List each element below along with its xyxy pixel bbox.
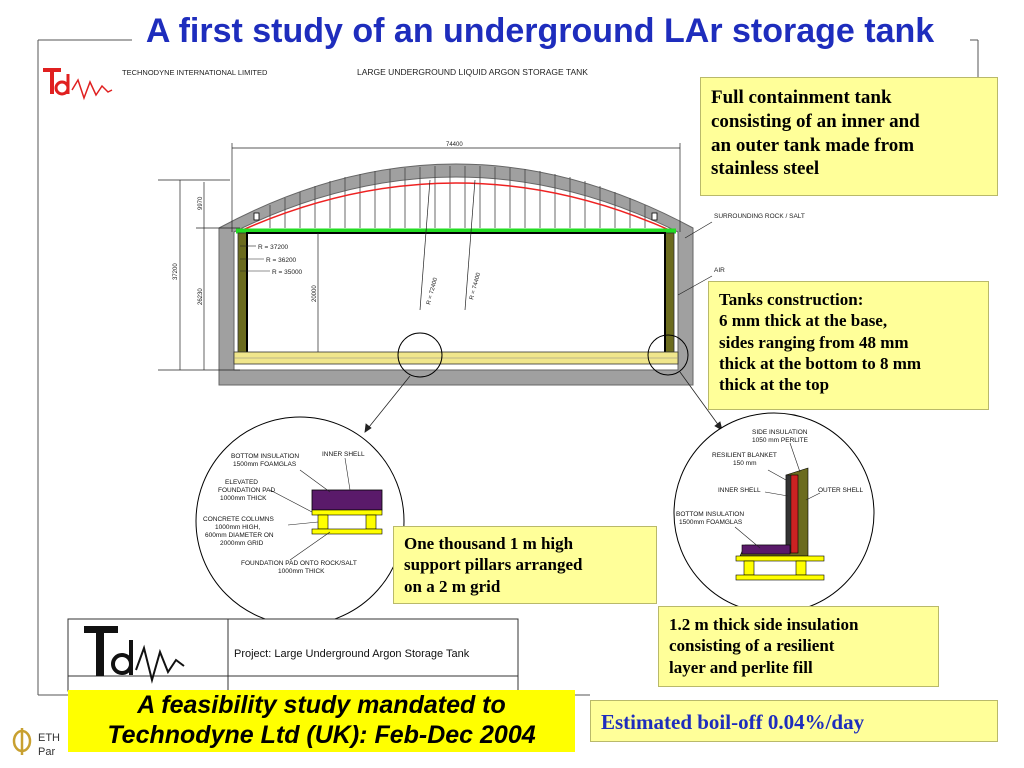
note-pillars: One thousand 1 m high support pillars ar… [393, 526, 657, 604]
note-line: thick at the top [719, 375, 830, 394]
detail-left-label: FOUNDATION PAD [218, 487, 275, 494]
detail-right-label: 1500mm FOAMGLAS [679, 519, 743, 526]
dimension-width: 74400 [446, 142, 463, 148]
note-line: thick at the bottom to 8 mm [719, 353, 922, 373]
note-line: Technodyne Ltd (UK): Feb-Dec 2004 [107, 721, 536, 749]
tank-cross-section [218, 163, 694, 386]
detail-right-circle [673, 412, 875, 614]
dimension-v2: 37200 [173, 263, 179, 280]
note-line: support pillars arranged [404, 555, 583, 575]
note-line: Estimated boil-off 0.04%/day [601, 710, 865, 734]
detail-left-label: INNER SHELL [322, 451, 365, 458]
note-line: 6 mm thick at the base, [719, 311, 888, 331]
detail-left-label: 2000mm GRID [220, 540, 264, 547]
note-line: Full containment tank [711, 87, 892, 108]
detail-left-label: 1500mm FOAMGLAS [233, 461, 297, 468]
rock-label: SURROUNDING ROCK / SALT [714, 213, 805, 220]
detail-right-label: 1050 mm PERLITE [752, 437, 809, 444]
note-line: an outer tank made from [711, 134, 915, 156]
dimension-v3: 26230 [198, 288, 204, 305]
drawing-frame [37, 39, 979, 696]
note-feasibility: A feasibility study mandated to Technody… [68, 690, 575, 752]
note-line: sides ranging from 48 mm [719, 332, 909, 352]
dimension-v1: 9970 [198, 196, 204, 210]
dimension-lines [158, 143, 681, 371]
title-block [67, 618, 519, 692]
note-construction: Tanks construction: 6 mm thick at the ba… [708, 281, 989, 410]
company-name: TECHNODYNE INTERNATIONAL LIMITED [122, 68, 268, 77]
note-line: Tanks construction: [719, 290, 864, 309]
note-line: One thousand 1 m high [404, 534, 574, 553]
detail-left-label: CONCRETE COLUMNS [203, 516, 274, 523]
technodyne-logo-icon [43, 68, 113, 101]
detail-left-label: 1000mm HIGH, [215, 524, 260, 531]
drawing-title: LARGE UNDERGROUND LIQUID ARGON STORAGE T… [357, 67, 588, 77]
detail-left-label: BOTTOM INSULATION [231, 453, 299, 460]
institution-text: Par [38, 746, 55, 758]
note-line: stainless steel [711, 158, 820, 180]
note-line: 1.2 m thick side insulation [669, 615, 859, 634]
note-insulation: 1.2 m thick side insulation consisting o… [658, 606, 939, 687]
note-line: consisting of an inner and [711, 110, 920, 132]
detail-right-label: OUTER SHELL [818, 487, 864, 494]
detail-left-label: 1000mm THICK [220, 495, 267, 502]
note-containment: Full containment tank consisting of an i… [700, 77, 998, 196]
radius-label-3: R = 35000 [272, 269, 303, 276]
detail-right-label: BOTTOM INSULATION [676, 511, 744, 518]
note-line: on a 2 m grid [404, 576, 501, 596]
dimension-v4: 20000 [312, 285, 318, 302]
institution-logo-icon [12, 728, 32, 755]
air-label: AIR [714, 267, 725, 274]
detail-left-label: 1000mm THICK [278, 568, 325, 575]
technodyne-logo-large-icon [84, 626, 185, 684]
project-label: Project: Large Underground Argon Storage… [234, 648, 470, 660]
detail-left-label: FOUNDATION PAD ONTO ROCK/SALT [241, 560, 357, 567]
note-boiloff: Estimated boil-off 0.04%/day [590, 700, 998, 742]
radius-label-2: R = 36200 [266, 257, 297, 264]
detail-right-label: INNER SHELL [718, 487, 761, 494]
detail-left-label: 600mm DIAMETER ON [205, 532, 274, 539]
detail-right-label: RESILIENT BLANKET [712, 452, 777, 459]
note-line: layer and perlite fill [669, 657, 813, 677]
detail-left-label: ELEVATED [225, 479, 258, 486]
institution-text: ETH [38, 732, 60, 744]
detail-right-label: SIDE INSULATION [752, 429, 808, 436]
note-line: consisting of a resilient [669, 636, 835, 656]
radius-label-1: R = 37200 [258, 244, 289, 251]
slide-title: A first study of an underground LAr stor… [145, 12, 935, 50]
note-line: A feasibility study mandated to [137, 691, 506, 719]
detail-leaders [364, 371, 723, 433]
detail-left-circle [195, 416, 405, 626]
detail-right-label: 150 mm [733, 460, 756, 467]
